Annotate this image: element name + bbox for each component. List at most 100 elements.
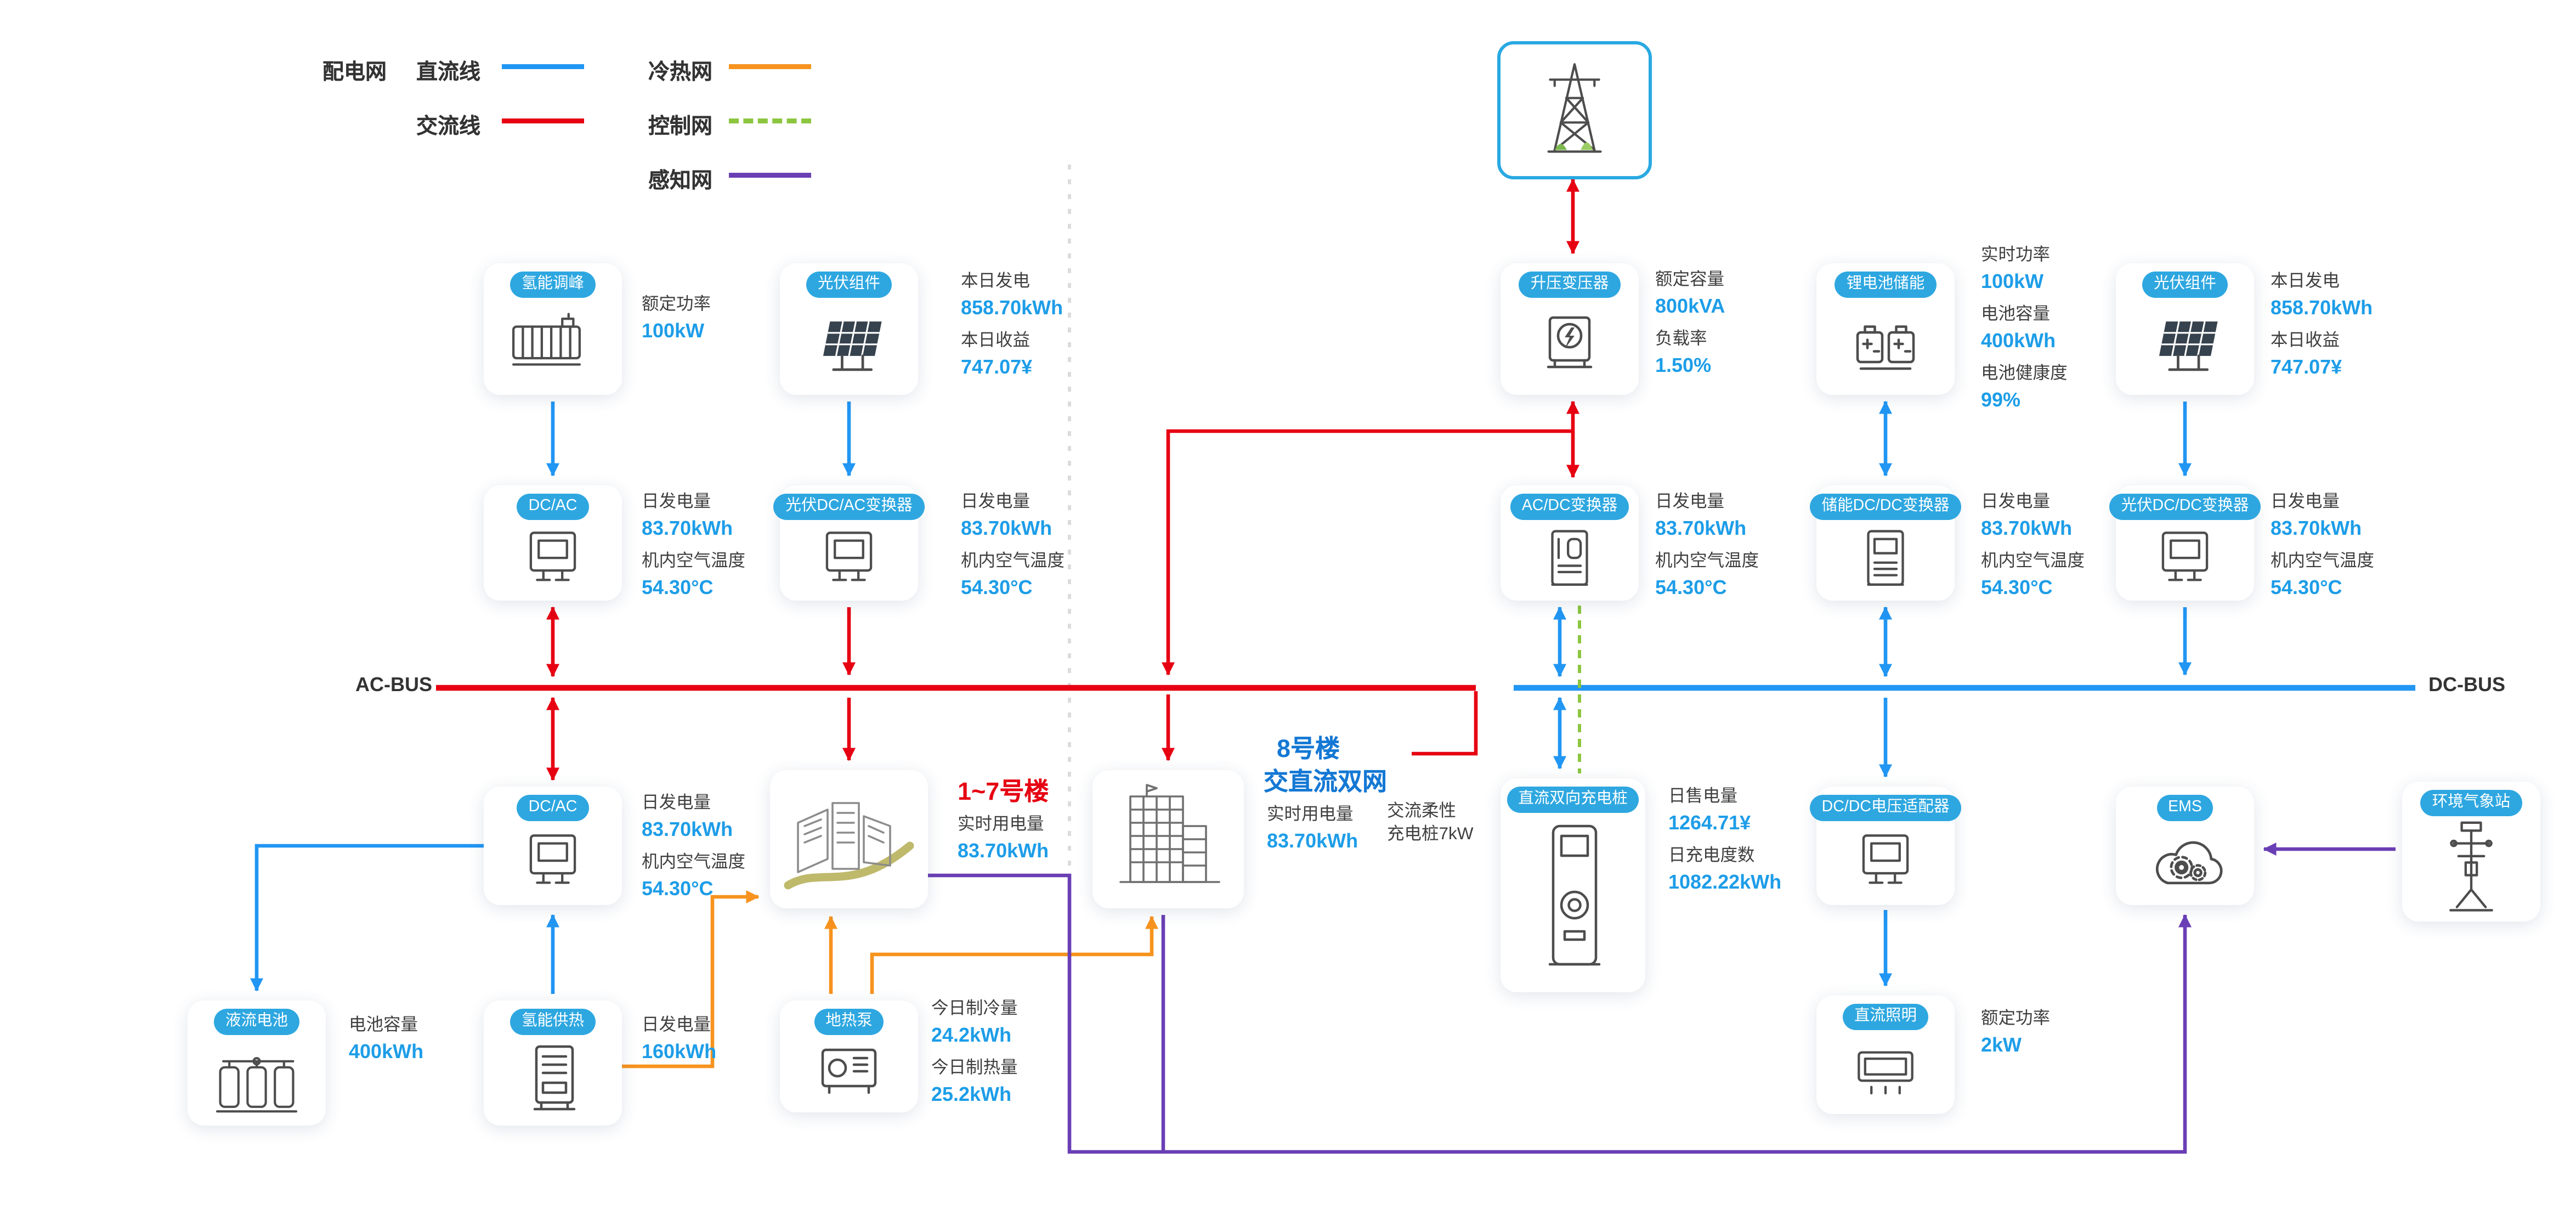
node-pv-right[interactable]: 光伏组件 [2116,263,2254,395]
stat-value: 1.50% [1655,354,1712,377]
node-pv-dcdc-converter[interactable]: 光伏DC/DC变换器 [2109,485,2261,601]
stat-label: 电池容量 [349,1015,418,1035]
stat-value: 99% [1981,388,2021,411]
stat-value: 747.07¥ [2271,355,2342,378]
grid-tower-card[interactable] [1497,41,1652,179]
stat-value: 800kVA [1655,295,1725,318]
node-label: AC/DC变换器 [1510,494,1629,519]
converter-cabinet-icon [1816,519,1955,601]
line-geothermal-building8 [870,915,1158,994]
node-label: 光伏DC/AC变换器 [774,494,924,519]
stat-value: 858.70kWh [2271,296,2373,319]
panel-light-icon [1816,1030,1955,1115]
stat-value: 83.70kWh [642,818,733,841]
node-label: 环境气象站 [2420,790,2522,816]
storage-dcdc-stats: 日发电量 83.70kWh 机内空气温度 54.30°C [1981,490,2085,609]
dc-charger-stats: 日售电量 1264.71¥ 日充电度数 1082.22kWh [1668,785,1781,903]
node-flow-battery[interactable]: 液流电池 [188,1000,326,1126]
legend-item-ac: 交流线 [416,114,481,138]
node-acdc-converter[interactable]: AC/DC变换器 [1501,485,1639,601]
node-dc-charger[interactable]: 直流双向充电桩 [1501,778,1645,992]
stat-label: 日发电量 [961,492,1030,512]
node-label: 储能DC/DC变换器 [1810,494,1961,519]
node-hydrogen-peak[interactable]: 氢能调峰 [484,263,622,395]
stat-value: 54.30°C [961,576,1033,599]
stat-value: 2kW [1981,1033,2022,1056]
stat-label: 本日发电 [2271,272,2340,291]
legend-item-thermal: 冷热网 [648,59,713,84]
node-label: DC/AC [517,795,589,821]
stat-value: 100kW [1981,270,2044,293]
stat-value: 83.70kWh [961,517,1052,540]
stat-label: 日发电量 [1655,492,1724,512]
node-step-up-transformer[interactable]: 升压变压器 [1501,263,1639,395]
node-weather-station[interactable]: 环境气象站 [2402,782,2540,922]
node-pv-dcac-converter[interactable]: 光伏DC/AC变换器 [774,485,924,601]
charging-pile-icon [1501,812,1645,993]
stat-value: 83.70kWh [642,517,733,540]
stat-label: 实时用电量 [1267,805,1354,824]
stat-label: 电池健康度 [1981,364,2068,383]
node-dc-lighting[interactable]: 直流照明 [1816,996,1955,1114]
stat-label: 日售电量 [1668,787,1737,806]
legend-line-dc [502,64,584,69]
weather-station-icon [2402,816,2540,922]
legend-item-sensing: 感知网 [648,168,713,193]
converter-cabinet-icon [1501,519,1639,601]
node-hydrogen-heating[interactable]: 氢能供热 [484,1000,622,1126]
transformer-stats: 额定容量 800kVA 负载率 1.50% [1655,268,1725,387]
stat-label: 机内空气温度 [2271,551,2374,571]
legend-line-ac [502,118,584,123]
cloud-gears-icon [2116,821,2254,906]
node-label: 地热泵 [814,1009,884,1035]
stat-value: 54.30°C [1981,576,2053,599]
stat-value: 400kWh [349,1040,424,1063]
acdc-stats: 日发电量 83.70kWh 机内空气温度 54.30°C [1655,490,1759,609]
converter-icon [2116,519,2254,601]
node-pv-left[interactable]: 光伏组件 [780,263,918,395]
node-geothermal-pump[interactable]: 地热泵 [780,1000,918,1112]
stat-label: 本日发电 [961,272,1030,291]
stat-label: 实时用电量 [958,815,1044,834]
legend-line-thermal [729,64,811,69]
node-label: 光伏组件 [2142,272,2228,297]
building-1-7-card[interactable] [770,770,928,908]
stat-label: 额定功率 [1981,1009,2050,1028]
node-dcdc-voltage-adapter[interactable]: DC/DC电压适配器 [1810,787,1961,905]
stat-value: 83.70kWh [958,839,1049,862]
stat-label: 机内空气温度 [1655,551,1759,571]
hydrogen-heating-stats: 日发电量 160kWh [642,1014,716,1073]
lithium-battery-stats: 实时功率 100kW 电池容量 400kWh 电池健康度 99% [1981,244,2068,421]
node-ems[interactable]: EMS [2116,787,2254,905]
stat-label: 机内空气温度 [642,852,745,872]
heating-cabinet-icon [484,1035,622,1126]
building-8-title-2: 交直流双网 [1264,768,1388,796]
converter-icon [484,519,622,601]
line-dcac-flowbattery [250,844,484,992]
building-8-card[interactable] [1092,770,1244,908]
heat-pump-icon [780,1035,918,1113]
geothermal-stats: 今日制冷量 24.2kWh 今日制热量 25.2kWh [931,997,1018,1116]
generator-container-icon [484,297,622,395]
node-label: DC/DC电压适配器 [1810,795,1961,821]
node-dcac-top[interactable]: DC/AC [484,485,622,601]
node-label: 锂电池储能 [1835,272,1937,297]
converter-icon [780,519,918,601]
node-label: 升压变压器 [1519,272,1621,297]
stat-label: 负载率 [1655,329,1707,349]
node-storage-dcdc-converter[interactable]: 储能DC/DC变换器 [1810,485,1961,601]
stat-value: 24.2kWh [931,1024,1012,1047]
node-dcac-bottom[interactable]: DC/AC [484,787,622,905]
stat-value: 160kWh [642,1040,717,1063]
stat-value: 83.70kWh [1267,829,1358,852]
stat-value: 25.2kWh [931,1083,1012,1106]
building-8-title-1: 8号楼 [1277,736,1340,764]
solar-panel-icon [780,297,918,395]
node-label: 氢能供热 [509,1009,596,1035]
node-label: 直流双向充电桩 [1507,787,1639,812]
pv-dcac-stats: 日发电量 83.70kWh 机内空气温度 54.30°C [961,490,1065,609]
stat-value: 858.70kWh [961,296,1063,319]
stat-label: 机内空气温度 [1981,551,2085,571]
node-lithium-battery[interactable]: 锂电池储能 [1816,263,1955,395]
